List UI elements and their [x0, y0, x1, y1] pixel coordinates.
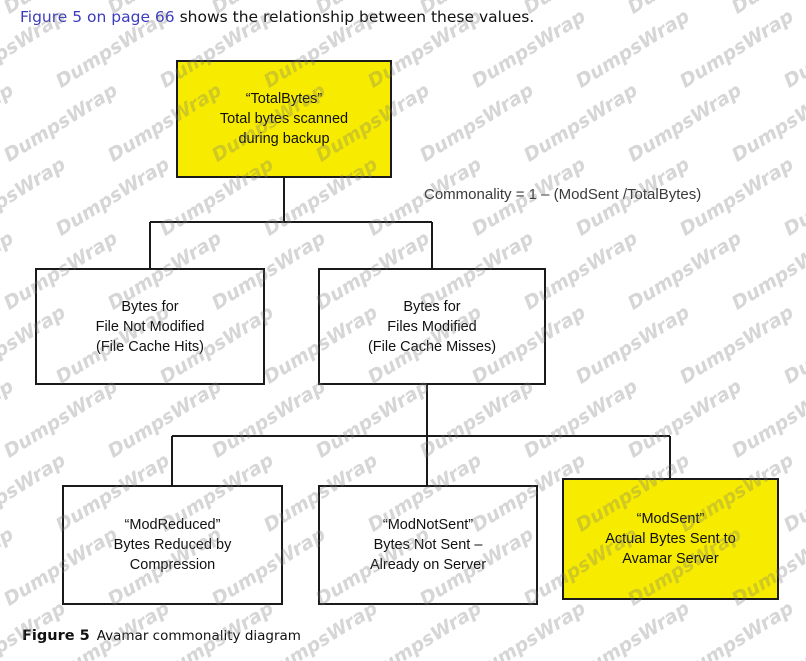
figure-caption: Figure 5 Avamar commonality diagram [22, 628, 301, 644]
node-mod-sent: “ModSent” Actual Bytes Sent to Avamar Se… [562, 478, 779, 600]
node-mod-not-sent-label: “ModNotSent” Bytes Not Sent – Already on… [369, 517, 487, 573]
node-mod-not-sent: “ModNotSent” Bytes Not Sent – Already on… [318, 485, 538, 605]
node-mod-reduced-label: “ModReduced” Bytes Reduced by Compressio… [113, 517, 232, 573]
node-bytes-file-not-modified: Bytes for File Not Modified (File Cache … [35, 268, 265, 385]
figure-caption-label: Figure 5 [22, 628, 90, 644]
intro-rest-text: shows the relationship between these val… [174, 8, 535, 26]
node-bytes-file-not-modified-label: Bytes for File Not Modified (File Cache … [95, 298, 205, 355]
node-mod-reduced: “ModReduced” Bytes Reduced by Compressio… [62, 485, 283, 605]
figure-caption-text: Avamar commonality diagram [96, 628, 301, 644]
intro-line: Figure 5 on page 66 shows the relationsh… [20, 8, 534, 26]
node-total-bytes-label: “TotalBytes” Total bytes scanned during … [219, 91, 349, 147]
node-total-bytes: “TotalBytes” Total bytes scanned during … [176, 60, 392, 178]
commonality-formula: Commonality = 1 – (ModSent /TotalBytes) [424, 186, 702, 203]
node-bytes-files-modified-label: Bytes for Files Modified (File Cache Mis… [367, 298, 497, 355]
node-mod-sent-label: “ModSent” Actual Bytes Sent to Avamar Se… [605, 511, 736, 567]
node-bytes-files-modified: Bytes for Files Modified (File Cache Mis… [318, 268, 546, 385]
figure-cross-reference-link[interactable]: Figure 5 on page 66 [20, 8, 175, 26]
